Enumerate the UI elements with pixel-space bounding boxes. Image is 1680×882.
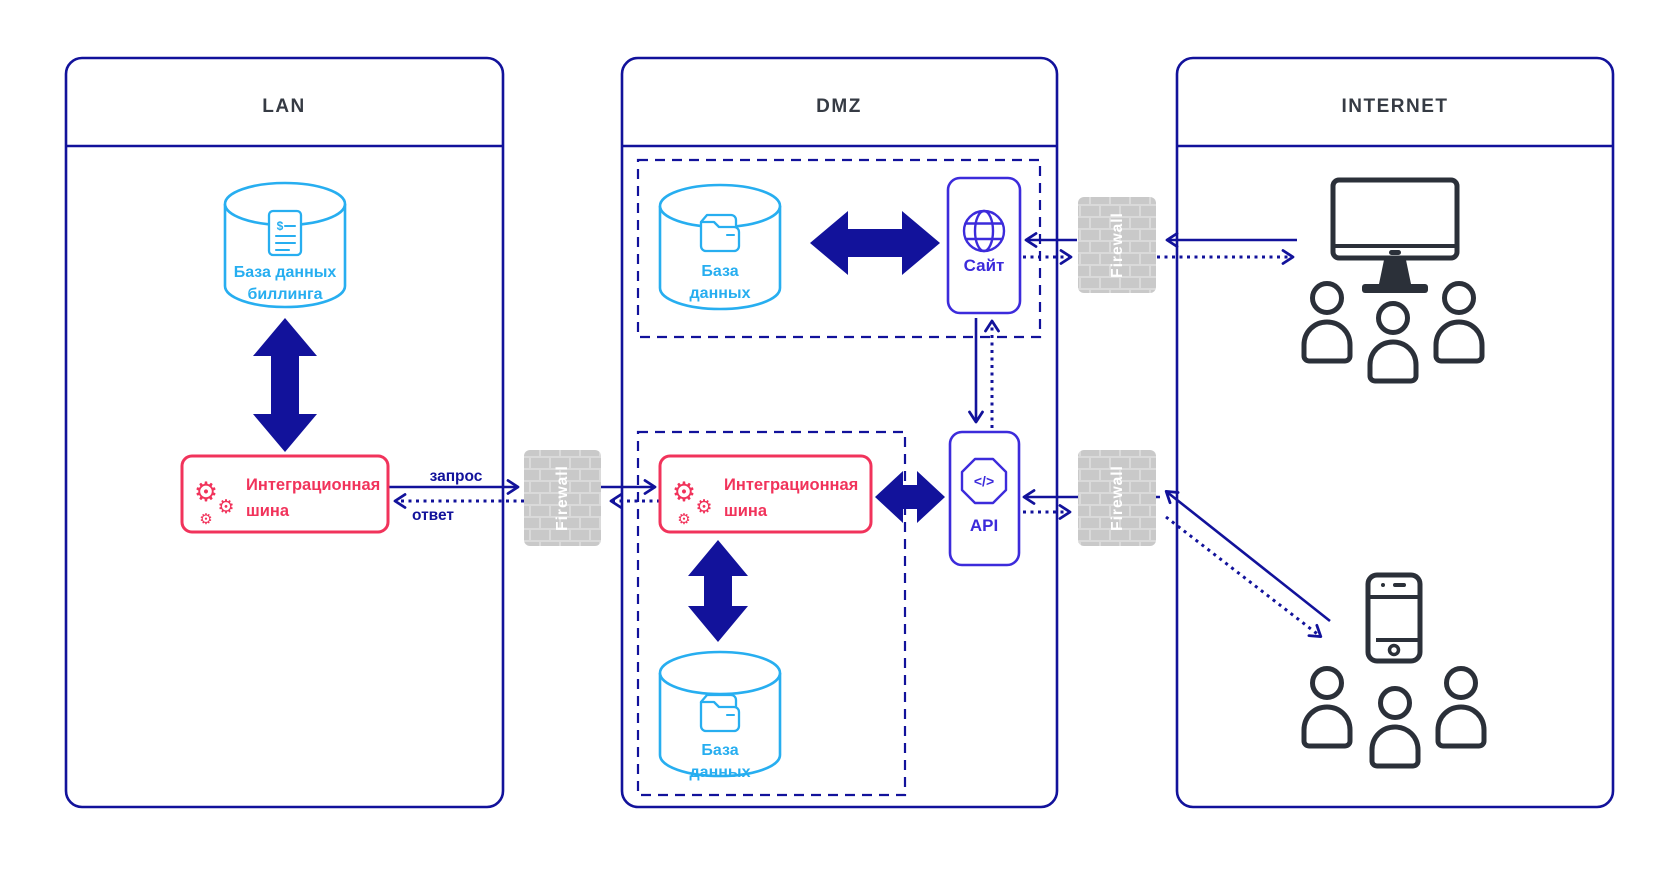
lan-integration-bus: ⚙ ⚙ ⚙ Интеграционная шина: [180, 454, 390, 534]
esb-db-label-line2: данных: [690, 764, 751, 781]
zone-lan-title: LAN: [262, 96, 306, 117]
api-node: </> API: [948, 430, 1021, 567]
svg-text:⚙: ⚙: [199, 510, 212, 528]
site-node: Сайт: [946, 176, 1022, 315]
firewall-lan-dmz: Firewall: [524, 450, 601, 546]
mobile-users-group: [1304, 572, 1484, 766]
svg-text:⚙: ⚙: [677, 510, 690, 528]
thick-arrow-esb-api: [875, 471, 945, 523]
zone-internet-title: INTERNET: [1342, 96, 1449, 117]
site-label: Сайт: [964, 256, 1005, 275]
integration-bus-box: [658, 454, 873, 534]
svg-text:</>: </>: [974, 473, 994, 489]
api-gear-code-icon: </>: [960, 457, 1008, 505]
folder-icon: [699, 693, 741, 733]
svg-text:⚙: ⚙: [217, 496, 234, 518]
zone-dmz-title: DMZ: [816, 96, 862, 117]
zone-internet-border: [1175, 56, 1615, 809]
dollar-glyph: $: [277, 219, 284, 233]
lan-esb-label-line2: шина: [246, 502, 290, 520]
web-db-label-line1: База: [701, 263, 738, 280]
billing-db-label-line1: База данных: [234, 264, 337, 281]
firewall-dmz-internet-top: Firewall: [1078, 197, 1156, 293]
dmz-esb-label-line2: шина: [724, 502, 768, 520]
flow-internet-site: [1023, 232, 1297, 265]
response-arrow-firewall-bottom-to-mobile: [1165, 515, 1323, 639]
billing-document-icon: $: [267, 209, 303, 257]
firewall-brick-wall: [524, 450, 601, 546]
dmz-esb-database: База данных: [658, 650, 782, 781]
gears-icon: ⚙ ⚙ ⚙: [194, 477, 235, 528]
response-label: ответ: [412, 507, 454, 524]
firewall-label: Firewall: [554, 465, 571, 531]
dmz-web-database: База данных: [658, 183, 782, 311]
svg-text:⚙: ⚙: [695, 496, 712, 518]
web-db-label-line2: данных: [690, 285, 751, 302]
flow-site-api: [968, 318, 1000, 428]
api-label: API: [970, 516, 998, 535]
site-box: [946, 176, 1022, 315]
firewall-label: Firewall: [1109, 212, 1126, 278]
gears-icon: ⚙ ⚙ ⚙: [672, 477, 713, 528]
billing-db-label-line2: биллинга: [247, 286, 322, 303]
thick-arrow-webdb-site: [810, 211, 940, 275]
flow-lan-dmz: запрос ответ: [388, 468, 660, 524]
thick-arrow-billingdb-esb: [253, 318, 317, 452]
zone-internet: INTERNET: [1175, 56, 1615, 809]
firewall-dmz-internet-bottom: Firewall: [1078, 450, 1156, 546]
api-box: [948, 430, 1021, 567]
desktop-users-group: [1304, 177, 1482, 381]
integration-bus-box: [180, 454, 390, 534]
dmz-esb-label-line1: Интеграционная: [724, 476, 858, 494]
request-label: запрос: [430, 468, 483, 485]
mobile-phone-icon: [1365, 572, 1423, 664]
svg-text:⚙: ⚙: [672, 477, 696, 508]
desktop-computer-icon: [1330, 177, 1460, 293]
esb-db-label-line1: База: [701, 742, 738, 759]
dmz-esb-segment: [636, 430, 907, 797]
svg-text:⚙: ⚙: [194, 477, 218, 508]
lan-billing-database: $ База данных биллинга: [223, 181, 347, 309]
request-arrow-mobile-to-firewall-bottom: [1164, 489, 1331, 623]
folder-icon: [699, 213, 741, 253]
thick-arrow-esb-esbdb: [688, 540, 748, 642]
firewall-brick-wall: [1078, 197, 1156, 293]
firewall-brick-wall: [1078, 450, 1156, 546]
lan-esb-label-line1: Интеграционная: [246, 476, 380, 494]
firewall-label: Firewall: [1109, 465, 1126, 531]
dmz-integration-bus: ⚙ ⚙ ⚙ Интеграционная шина: [658, 454, 873, 534]
